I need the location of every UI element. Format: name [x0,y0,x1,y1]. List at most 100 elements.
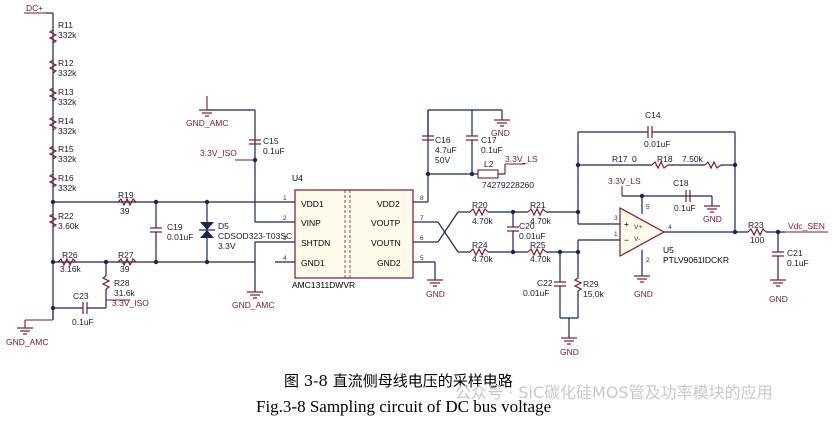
svg-text:3: 3 [283,235,287,242]
svg-text:VOUTP: VOUTP [371,218,401,228]
svg-text:6: 6 [420,235,424,242]
svg-text:0.01uF: 0.01uF [523,288,549,298]
svg-text:39: 39 [120,206,130,216]
svg-text:GND: GND [560,347,579,357]
svg-text:−: − [624,235,629,245]
svg-text:332k: 332k [58,68,77,78]
gnd-amc-symbol-top: GND_AMC [186,96,229,128]
svg-text:332k: 332k [58,154,77,164]
resistor-r12: R12 332k [48,58,77,78]
svg-text:R23: R23 [748,220,764,230]
resistor-r25: R25 4.70k [527,240,552,264]
svg-text:Vdc_SEN: Vdc_SEN [788,221,825,231]
svg-text:D5: D5 [218,221,229,231]
svg-text:R24: R24 [472,240,488,250]
svg-text:7.50k: 7.50k [682,154,704,164]
svg-text:50V: 50V [435,155,450,165]
resistor-r16: R16 332k [48,173,77,193]
svg-text:0.01uF: 0.01uF [519,231,545,241]
watermark-text: 公众号 · SiC碳化硅MOS管及功率模块的应用 [455,383,773,402]
svg-text:R14: R14 [58,116,74,126]
iso-3v3-label-bottom: 3.3V_ISO [112,298,149,308]
svg-text:GND_AMC: GND_AMC [232,300,275,310]
svg-text:CDSOD323-T03SC: CDSOD323-T03SC [218,231,292,241]
gnd-symbol-r29: GND [560,317,579,357]
svg-text:15.0k: 15.0k [583,289,605,299]
gnd-symbol-c17: GND [491,110,510,138]
svg-text:R12: R12 [58,58,74,68]
resistor-r29: R29 15.0k [573,252,605,318]
capacitor-c18: C18 0.1uF [673,178,696,213]
svg-text:C16: C16 [435,135,451,145]
capacitor-c21: C21 0.1uF [772,232,809,280]
svg-text:C14: C14 [645,110,661,120]
svg-text:R18: R18 [657,154,673,164]
svg-text:R19: R19 [118,190,134,200]
gnd-symbol-c18: GND [703,196,722,224]
svg-text:4.70k: 4.70k [472,254,494,264]
svg-text:V+: V+ [634,224,642,231]
svg-text:4.70k: 4.70k [472,216,494,226]
svg-text:GND: GND [634,289,653,299]
svg-text:C19: C19 [167,222,183,232]
differential-crossover [428,211,470,253]
svg-text:L2: L2 [484,159,494,169]
resistor-r23: R23 100 [747,220,767,245]
svg-text:GND: GND [769,294,788,304]
svg-text:2: 2 [646,257,650,264]
svg-text:0.1uF: 0.1uF [787,258,809,268]
op-amp-u5: + − V+ V- 3 1 4 5 2 U5 PTLV9061IDCKR [614,204,729,265]
resistor-r24: R24 4.70k [469,240,494,264]
svg-text:R28: R28 [114,278,130,288]
resistor-r11: R11 332k [48,20,77,44]
svg-text:C17: C17 [481,135,497,145]
figure-caption-english: Fig.3-8 Sampling circuit of DC bus volta… [256,397,551,416]
isolated-amplifier-u4: U4 VDD1 VINP SHTDN GND1 VDD2 VOUTP VOUTN… [275,173,435,290]
resistor-r15: R15 332k [48,144,77,164]
svg-text:SHTDN: SHTDN [301,238,330,248]
svg-text:R11: R11 [58,20,73,30]
svg-text:GND2: GND2 [377,258,401,268]
svg-text:4: 4 [668,224,672,231]
svg-text:332k: 332k [58,30,77,40]
svg-text:74279228260: 74279228260 [482,180,534,190]
vdd2-supply-network [425,109,502,202]
svg-text:R22: R22 [58,211,74,221]
svg-text:100: 100 [750,235,764,245]
svg-text:3.16k: 3.16k [60,264,82,274]
svg-text:U5: U5 [663,245,674,255]
svg-text:+: + [624,219,629,229]
svg-text:V-: V- [634,236,640,243]
capacitor-c17: C17 0.1uF [466,135,503,155]
svg-text:2: 2 [283,215,287,222]
resistor-r19: R19 39 [117,190,137,216]
svg-text:3: 3 [614,215,618,222]
svg-text:GND_AMC: GND_AMC [6,337,49,347]
capacitor-c22: C22 0.01uF [523,252,566,318]
capacitor-c23: C23 0.1uF [53,291,107,327]
capacitor-c16: C16 4.7uF 50V [422,135,457,165]
svg-text:4.7uF: 4.7uF [435,145,457,155]
svg-text:C18: C18 [673,178,689,188]
feedback-network [575,131,738,232]
capacitor-c14: C14 0.01uF [644,110,670,149]
op-amp-supply: 3.3V_LS [608,176,712,214]
svg-text:5: 5 [420,255,424,262]
svg-text:R21: R21 [530,200,546,210]
svg-text:U4: U4 [292,173,303,183]
ls-3v3-label-opamp: 3.3V_LS [608,176,641,186]
svg-text:R15: R15 [58,144,74,154]
svg-text:0.1uF: 0.1uF [263,146,285,156]
svg-text:R27: R27 [118,250,134,260]
svg-text:0.1uF: 0.1uF [72,317,94,327]
gnd-symbol-opamp: GND [634,250,653,299]
diode-d5: D5 CDSOD323-T03SC 3.3V [199,199,292,265]
svg-text:PTLV9061IDCKR: PTLV9061IDCKR [663,255,729,265]
svg-text:3.3V: 3.3V [218,241,236,251]
svg-text:C15: C15 [263,136,279,146]
svg-text:VDD1: VDD1 [301,199,324,209]
inductor-l2: L2 74279228260 3.3V_LS [472,154,538,190]
svg-text:C22: C22 [537,278,553,288]
svg-text:5: 5 [646,204,650,211]
resistor-r18: R18 7.50k [657,154,722,170]
